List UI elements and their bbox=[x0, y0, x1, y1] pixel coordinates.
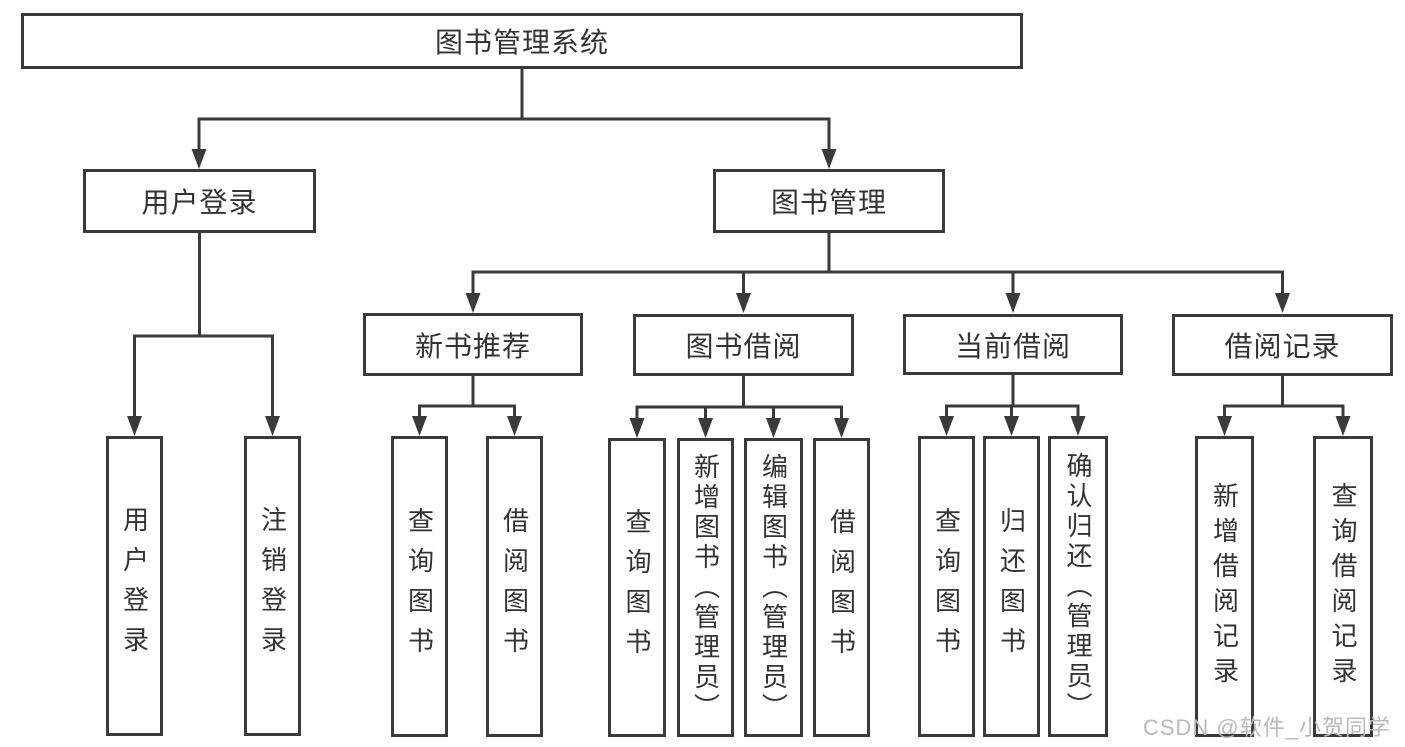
node-label: 图书管理 bbox=[770, 187, 887, 218]
node-label: 新增借阅记录 bbox=[1209, 481, 1240, 692]
leaf-edit-books-admin: 编辑图书（管理员） bbox=[744, 438, 803, 737]
node-label: 确认归还（管理员） bbox=[1063, 451, 1093, 722]
node-new-book-recommend: 新书推荐 bbox=[363, 313, 583, 376]
leaf-confirm-return-admin: 确认归还（管理员） bbox=[1048, 436, 1108, 737]
node-book-borrow: 图书借阅 bbox=[633, 314, 854, 376]
node-label: 查询图书 bbox=[404, 506, 435, 667]
node-label: 新书推荐 bbox=[414, 330, 531, 362]
leaf-add-books-admin: 新增图书（管理员） bbox=[677, 438, 734, 737]
node-label: 查询借阅记录 bbox=[1328, 481, 1358, 692]
arrowheads bbox=[127, 149, 1351, 438]
node-label: 借阅图书 bbox=[826, 507, 857, 668]
node-label: 注销登录 bbox=[257, 506, 288, 666]
node-user-login: 用户登录 bbox=[83, 169, 316, 233]
leaf-borrow-query-books: 查询图书 bbox=[608, 438, 666, 737]
node-current-borrow: 当前借阅 bbox=[903, 314, 1123, 375]
node-label: 查询图书 bbox=[931, 506, 962, 667]
leaf-current-query-books: 查询图书 bbox=[918, 436, 975, 737]
node-label: 查询图书 bbox=[622, 507, 652, 668]
node-borrow-records: 借阅记录 bbox=[1172, 314, 1393, 376]
node-label: 借阅记录 bbox=[1224, 331, 1341, 362]
leaf-return-books: 归还图书 bbox=[983, 436, 1040, 737]
leaf-recommend-query-books: 查询图书 bbox=[391, 436, 448, 737]
leaf-user-login: 用户登录 bbox=[106, 436, 163, 736]
node-label: 编辑图书（管理员） bbox=[758, 452, 789, 723]
node-label: 新增图书（管理员） bbox=[690, 452, 721, 723]
node-label: 用户登录 bbox=[119, 506, 150, 666]
leaf-add-borrow-record: 新增借阅记录 bbox=[1195, 436, 1254, 737]
node-label: 当前借阅 bbox=[954, 330, 1071, 362]
csdn-watermark: CSDN @软件_小贺同学 bbox=[1142, 715, 1391, 740]
leaf-borrow-books: 借阅图书 bbox=[813, 438, 870, 737]
node-label: 借阅图书 bbox=[499, 506, 530, 667]
node-label: 图书管理系统 bbox=[434, 27, 609, 58]
leaf-logout: 注销登录 bbox=[244, 436, 301, 736]
node-label: 归还图书 bbox=[996, 506, 1027, 667]
node-book-management: 图书管理 bbox=[713, 169, 945, 233]
leaf-recommend-borrow-books: 借阅图书 bbox=[486, 436, 543, 737]
leaf-query-borrow-record: 查询借阅记录 bbox=[1313, 436, 1373, 737]
node-label: 用户登录 bbox=[141, 187, 258, 218]
node-label: 图书借阅 bbox=[685, 331, 802, 362]
node-root-system: 图书管理系统 bbox=[21, 13, 1023, 69]
